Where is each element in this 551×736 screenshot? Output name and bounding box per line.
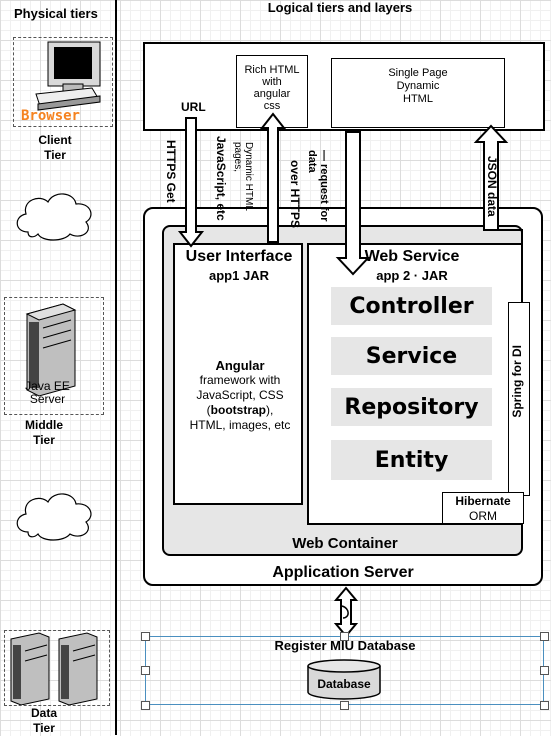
database-link-arrow bbox=[333, 586, 359, 638]
https-get-label: HTTPS Get bbox=[164, 140, 178, 203]
user-interface-box bbox=[173, 243, 303, 505]
https-get-arrow bbox=[177, 117, 205, 248]
request-data-label: — request for data bbox=[306, 150, 330, 222]
angular-title: Angular bbox=[215, 358, 265, 373]
bootstrap-label: bootstrap bbox=[210, 403, 266, 417]
database-cylinder-label: Database bbox=[317, 677, 371, 691]
database-servers-icon bbox=[4, 630, 110, 706]
browser-computer-icon bbox=[13, 37, 113, 127]
json-data-label: JSON data bbox=[485, 156, 499, 217]
javaee-server-icon bbox=[4, 297, 104, 415]
over-https-label: over HTTPS bbox=[288, 160, 302, 229]
entity-layer: Entity bbox=[331, 440, 492, 480]
json-data-arrow bbox=[473, 124, 509, 231]
data-tier-label: Data Tier bbox=[30, 706, 57, 735]
web-service-jar: app 2 · JAR bbox=[376, 268, 448, 283]
hibernate-title: Hibernate bbox=[455, 494, 511, 508]
browser-label: Browser bbox=[20, 108, 80, 124]
rich-html-label: Rich HTML with angular css bbox=[244, 64, 300, 112]
database-title: Register MIU Database bbox=[274, 638, 416, 653]
user-interface-title: User Interface bbox=[185, 248, 293, 265]
tier-divider bbox=[115, 0, 117, 735]
network-cloud-icon bbox=[16, 193, 92, 241]
request-data-arrow bbox=[335, 131, 371, 276]
application-server-label: Application Server bbox=[272, 564, 414, 581]
angular-body: framework with JavaScript, CSS bbox=[196, 373, 284, 402]
url-label: URL bbox=[181, 100, 206, 114]
database-cylinder-icon bbox=[307, 659, 381, 700]
logical-tiers-header: Logical tiers and layers bbox=[267, 0, 413, 15]
web-service-title: Web Service bbox=[364, 248, 460, 265]
spa-box bbox=[331, 58, 505, 128]
service-layer: Service bbox=[331, 337, 492, 375]
hibernate-sub: ORM bbox=[469, 509, 497, 523]
javascript-etc-label: JavaScript, etc bbox=[214, 136, 228, 221]
middle-tier-label: Middle Tier bbox=[25, 418, 63, 447]
repository-layer: Repository bbox=[331, 388, 492, 426]
network-cloud-icon bbox=[16, 493, 92, 541]
javaee-label: Java EE Server bbox=[25, 379, 70, 406]
angular-rest: HTML, images, etc bbox=[189, 418, 291, 432]
spa-label: Single Page Dynamic HTML bbox=[388, 67, 448, 105]
hibernate-box bbox=[442, 492, 524, 524]
angular-description: Angular framework with JavaScript, CSS (… bbox=[180, 358, 300, 433]
controller-layer: Controller bbox=[331, 287, 492, 325]
web-container-label: Web Container bbox=[292, 535, 398, 552]
dynamic-html-arrow bbox=[259, 112, 287, 243]
dynamic-html-label: Dynamic HTML pages, bbox=[232, 142, 254, 211]
client-tier-label: Client Tier bbox=[38, 133, 72, 162]
physical-tiers-header: Physical tiers bbox=[14, 6, 98, 21]
user-interface-jar: app1 JAR bbox=[209, 268, 269, 283]
